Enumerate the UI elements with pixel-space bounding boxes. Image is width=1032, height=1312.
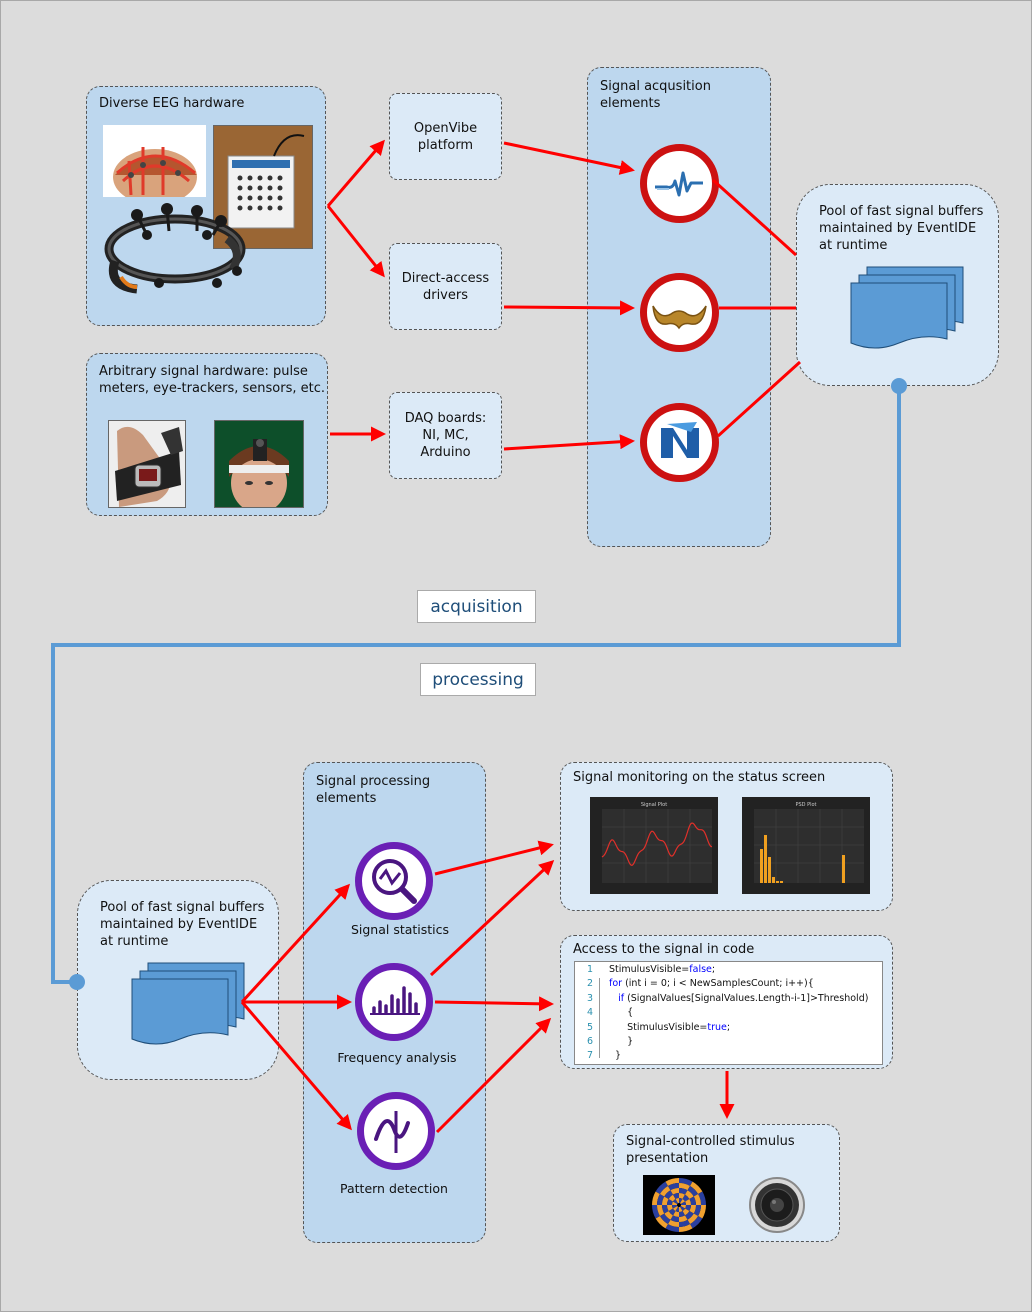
frequency-analysis-label: Frequency analysis: [337, 1050, 457, 1065]
buffer-stack-bottom-icon: [131, 962, 245, 1045]
frequency-analysis-icon: [355, 963, 433, 1041]
code-line-number: 6: [586, 1036, 593, 1047]
checkerboard-stimulus-image: [643, 1175, 715, 1235]
arrow-statistics-to-monitor: [434, 840, 554, 876]
processing-elements-title-line2: elements: [316, 791, 377, 806]
code-line: }: [609, 1036, 634, 1047]
stimulus-title-line2: presentation: [626, 1151, 709, 1166]
buffer-pool-bottom-line2: maintained by EventIDE: [100, 917, 258, 932]
arrow-pool-to-statistics: [240, 883, 351, 1004]
arrow-daq-to-element: [503, 434, 635, 451]
arrow-eeg-to-openvibe: [326, 139, 385, 207]
pool-bottom-connector-dot: [69, 974, 85, 990]
processing-tag: processing: [420, 663, 536, 696]
daq-line1: DAQ boards:: [404, 411, 487, 426]
pulse-meter-photo: [108, 420, 186, 508]
arbitrary-hardware-title-line1: Arbitrary signal hardware: pulse: [99, 364, 308, 379]
eeg-hardware-panel: Diverse EEG hardware: [86, 86, 326, 326]
pattern-detection-icon: [357, 1092, 435, 1170]
daq-line3: Arduino: [420, 445, 471, 460]
acquisition-elements-title-line2: elements: [600, 96, 661, 111]
code-line: if (SignalValues[SignalValues.Length-i-1…: [618, 992, 869, 1004]
buffer-pool-top-panel: Pool of fast signal buffers maintained b…: [796, 184, 999, 386]
acquisition-tag: acquisition: [417, 590, 536, 623]
code-line-number: 7: [586, 1050, 593, 1062]
buffer-pool-top-line1: Pool of fast signal buffers: [819, 204, 984, 219]
daq-boards-node: DAQ boards: NI, MC, Arduino: [389, 392, 502, 479]
code-line: }: [609, 1050, 622, 1062]
direct-driver-acquisition-icon: [640, 273, 719, 352]
signal-statistics-label: Signal statistics: [350, 922, 450, 937]
code-line: for (int i = 0; i < NewSamplesCount; i++…: [609, 978, 814, 990]
processing-elements-title-line1: Signal processing: [316, 774, 431, 789]
signal-statistics-icon: [355, 842, 433, 920]
buffer-pool-bottom-line3: at runtime: [100, 934, 169, 949]
code-line-number: 2: [586, 978, 593, 990]
arrow-frequency-to-monitor: [429, 859, 555, 977]
stimulus-title-line1: Signal-controlled stimulus: [626, 1134, 795, 1149]
psd-plot: PSD Plot: [742, 797, 870, 894]
eeg-hardware-title: Diverse EEG hardware: [99, 96, 245, 111]
line-daq-element-to-pool: [716, 360, 802, 438]
speaker-image: [749, 1177, 805, 1233]
code-editor: 1 StimulusVisible=false; 2 for (int i = 0; …: [574, 961, 883, 1065]
code-fold-guide: [599, 978, 600, 1058]
code-access-title: Access to the signal in code: [573, 942, 755, 957]
code-line: StimulusVisible=false;: [609, 964, 716, 975]
pattern-detection-label: Pattern detection: [340, 1181, 448, 1196]
arbitrary-hardware-title-line2: meters, eye-trackers, sensors, etc.: [99, 381, 326, 396]
ni-daq-acquisition-icon: [640, 403, 719, 482]
acquisition-elements-title-line1: Signal acqusition: [600, 79, 711, 94]
pool-connector-line: [51, 386, 901, 984]
pool-top-connector-dot: [891, 378, 907, 394]
arrow-eeg-to-direct: [326, 205, 385, 278]
eeg-headset-image: [97, 191, 247, 301]
buffer-pool-bottom-panel: Pool of fast signal buffers maintained b…: [77, 880, 279, 1080]
openvibe-line1: OpenVibe: [413, 120, 478, 136]
buffer-pool-top-line2: maintained by EventIDE: [819, 221, 977, 236]
arrow-pool-to-pattern: [240, 1001, 352, 1131]
monitoring-panel: Signal monitoring on the status screen S…: [560, 762, 893, 911]
line-openvibe-element-to-pool: [711, 178, 798, 257]
direct-access-line2: drivers: [422, 287, 468, 303]
stimulus-panel: Signal-controlled stimulus presentation: [613, 1124, 840, 1242]
arrow-direct-to-element: [503, 300, 635, 316]
daq-line2: NI, MC,: [422, 428, 469, 443]
monitoring-title: Signal monitoring on the status screen: [573, 770, 826, 785]
arrow-openvibe-to-element: [503, 141, 635, 175]
arrow-frequency-to-code: [434, 996, 554, 1012]
code-line-number: 3: [586, 992, 593, 1004]
code-line-number: 1: [586, 964, 593, 975]
buffer-pool-top-line3: at runtime: [819, 238, 888, 253]
eye-tracker-photo: [214, 420, 304, 508]
code-line: {: [609, 1007, 634, 1019]
openvibe-acquisition-icon: [640, 144, 719, 223]
buffer-stack-top-icon: [850, 266, 964, 349]
direct-access-line1: Direct-access: [401, 270, 490, 286]
code-line-number: 5: [586, 1021, 593, 1033]
code-line-number: 4: [586, 1007, 593, 1019]
eeg-cap-photo: [103, 125, 206, 197]
arrow-pattern-to-code: [435, 1017, 552, 1134]
psd-plot-title: PSD Plot: [795, 802, 816, 808]
arbitrary-hardware-panel: Arbitrary signal hardware: pulse meters,…: [86, 353, 328, 516]
buffer-pool-bottom-line1: Pool of fast signal buffers: [100, 900, 265, 915]
signal-plot-title: Signal Plot: [641, 802, 667, 808]
signal-plot: Signal Plot: [590, 797, 718, 894]
code-line: StimulusVisible=true;: [609, 1021, 731, 1033]
openvibe-line2: platform: [417, 137, 474, 153]
